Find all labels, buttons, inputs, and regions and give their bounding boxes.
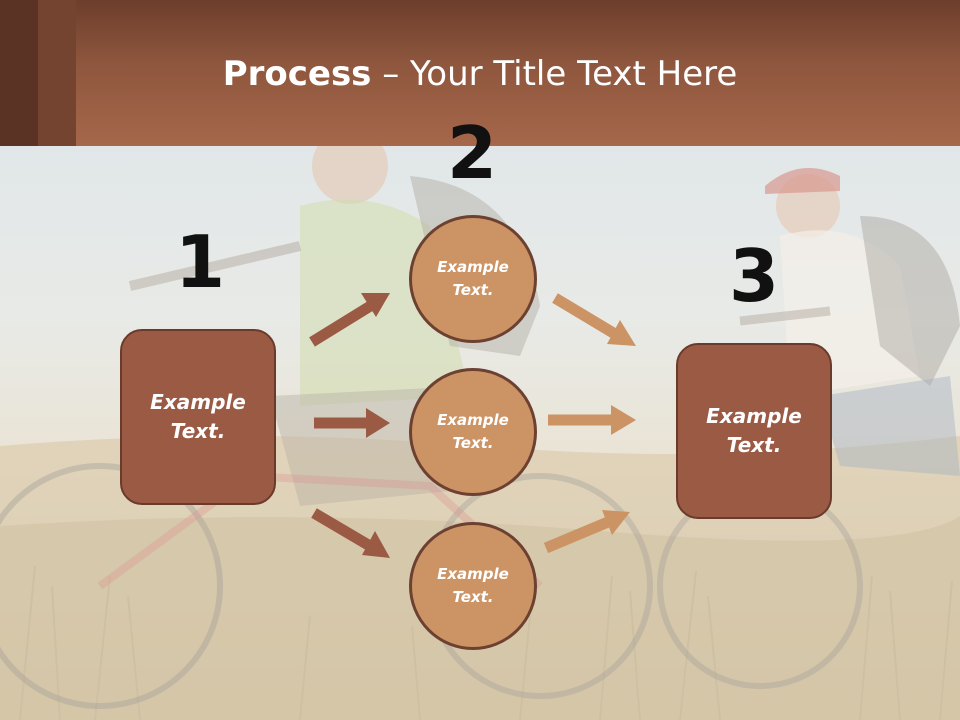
step-number-1: 1: [174, 220, 226, 304]
slide-title: Process – Your Title Text Here: [0, 52, 960, 96]
step-2-circle-top: Example Text.: [409, 215, 537, 343]
step-2-circle-middle: Example Text.: [409, 368, 537, 496]
step-1-box: Example Text.: [120, 329, 276, 505]
arrow-bottom-to-3: [543, 510, 630, 554]
title-band: Process – Your Title Text Here: [0, 0, 960, 146]
header-stripe: [38, 0, 76, 146]
arrow-top-to-3: [552, 293, 636, 346]
step-number-3: 3: [728, 234, 780, 318]
step-3-box: Example Text.: [676, 343, 832, 519]
arrow-1-to-bottom: [311, 508, 390, 558]
title-strong: Process: [222, 54, 372, 94]
header-stripe: [0, 0, 38, 146]
arrow-1-to-middle: [314, 408, 390, 438]
arrow-middle-to-3: [548, 405, 636, 435]
arrow-1-to-top: [309, 293, 390, 347]
step-number-2: 2: [446, 111, 498, 195]
step-2-circle-bottom: Example Text.: [409, 522, 537, 650]
title-rest: – Your Title Text Here: [371, 54, 738, 94]
